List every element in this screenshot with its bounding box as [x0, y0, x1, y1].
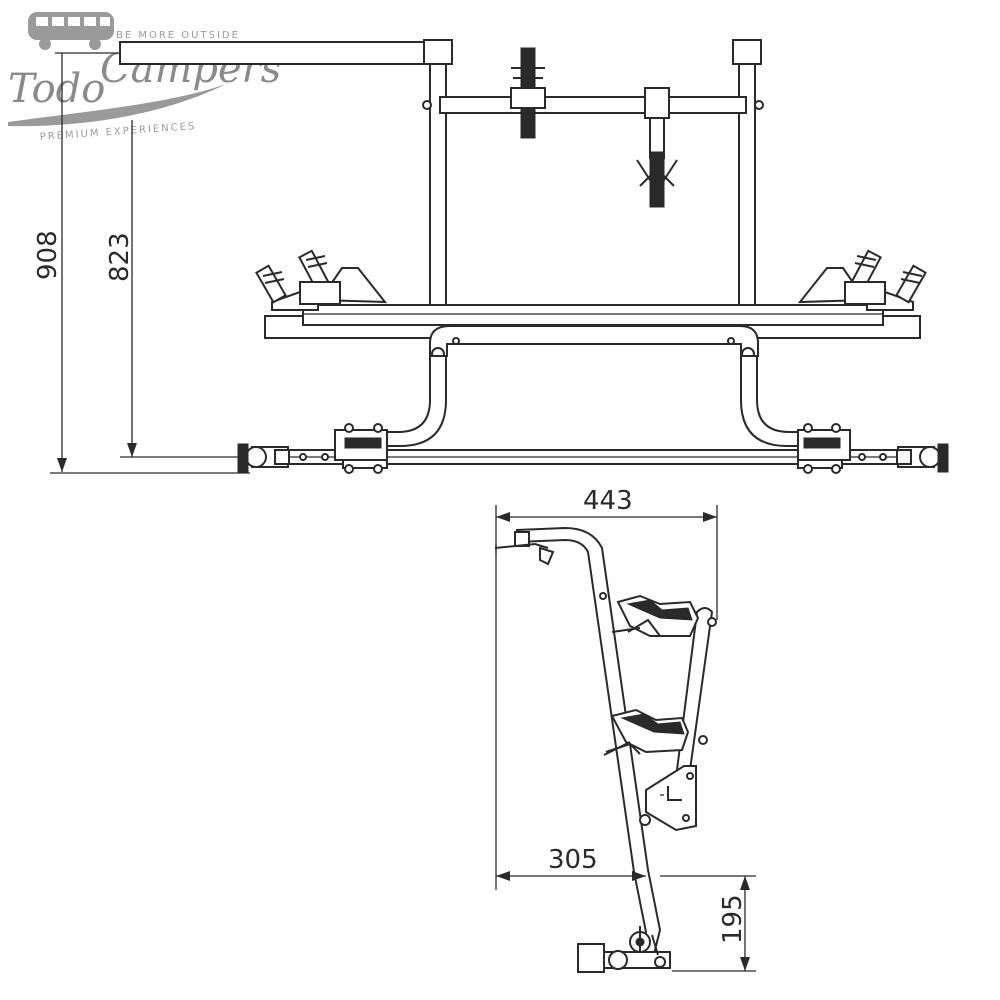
dimension-label-305: 305: [548, 845, 598, 875]
wheel-holder-left: [255, 249, 388, 311]
dimension-lower-height: 195: [660, 875, 756, 972]
dimension-label-908: 908: [33, 230, 63, 280]
tow-clamp-right: [797, 423, 851, 474]
dimension-offset: 305: [496, 845, 646, 881]
side-top-hook: [494, 531, 555, 566]
side-view: 443 305 195: [494, 486, 756, 973]
top-arm: [119, 41, 433, 65]
leg-right: [740, 355, 806, 447]
tow-clamp-left: [334, 423, 388, 474]
upright-right-cap: [732, 39, 762, 65]
upright-left: [429, 49, 447, 309]
tow-bar-knob-right: [896, 443, 949, 473]
side-wheel-cradle-lower: [603, 708, 690, 756]
side-wheel-cradle-upper: [599, 592, 700, 637]
logo-brand-word-1: Todo: [8, 66, 105, 112]
dimension-depth: 443: [495, 486, 718, 890]
dimension-label-443: 443: [583, 486, 633, 516]
leg-left: [379, 355, 447, 447]
logo-tagline-top: BE MORE OUTSIDE: [116, 30, 240, 41]
upright-left-cap: [423, 39, 453, 65]
dimension-label-823: 823: [105, 232, 135, 282]
side-lower-bracket: [639, 765, 697, 832]
frame-clamp-right: [636, 87, 678, 208]
tow-bar-knob-left: [237, 443, 290, 473]
dimension-label-195: 195: [718, 894, 748, 944]
side-tow-mount: [577, 926, 671, 973]
lower-mount-arm: [429, 325, 759, 357]
upper-crossbar: [439, 96, 747, 114]
todo-campers-logo: BE MORE OUTSIDE Todo Campers PREMIUM EXP…: [8, 12, 281, 143]
wheel-platform-inner: [302, 304, 884, 326]
front-view: 908 823: [33, 39, 949, 474]
upright-right: [738, 49, 756, 309]
van-icon: [28, 12, 114, 50]
dimension-total-height: 908: [33, 52, 250, 474]
frame-clamp-left: [510, 47, 546, 139]
wheel-holder-right: [797, 249, 927, 311]
dimension-mount-height: 823: [105, 120, 240, 458]
